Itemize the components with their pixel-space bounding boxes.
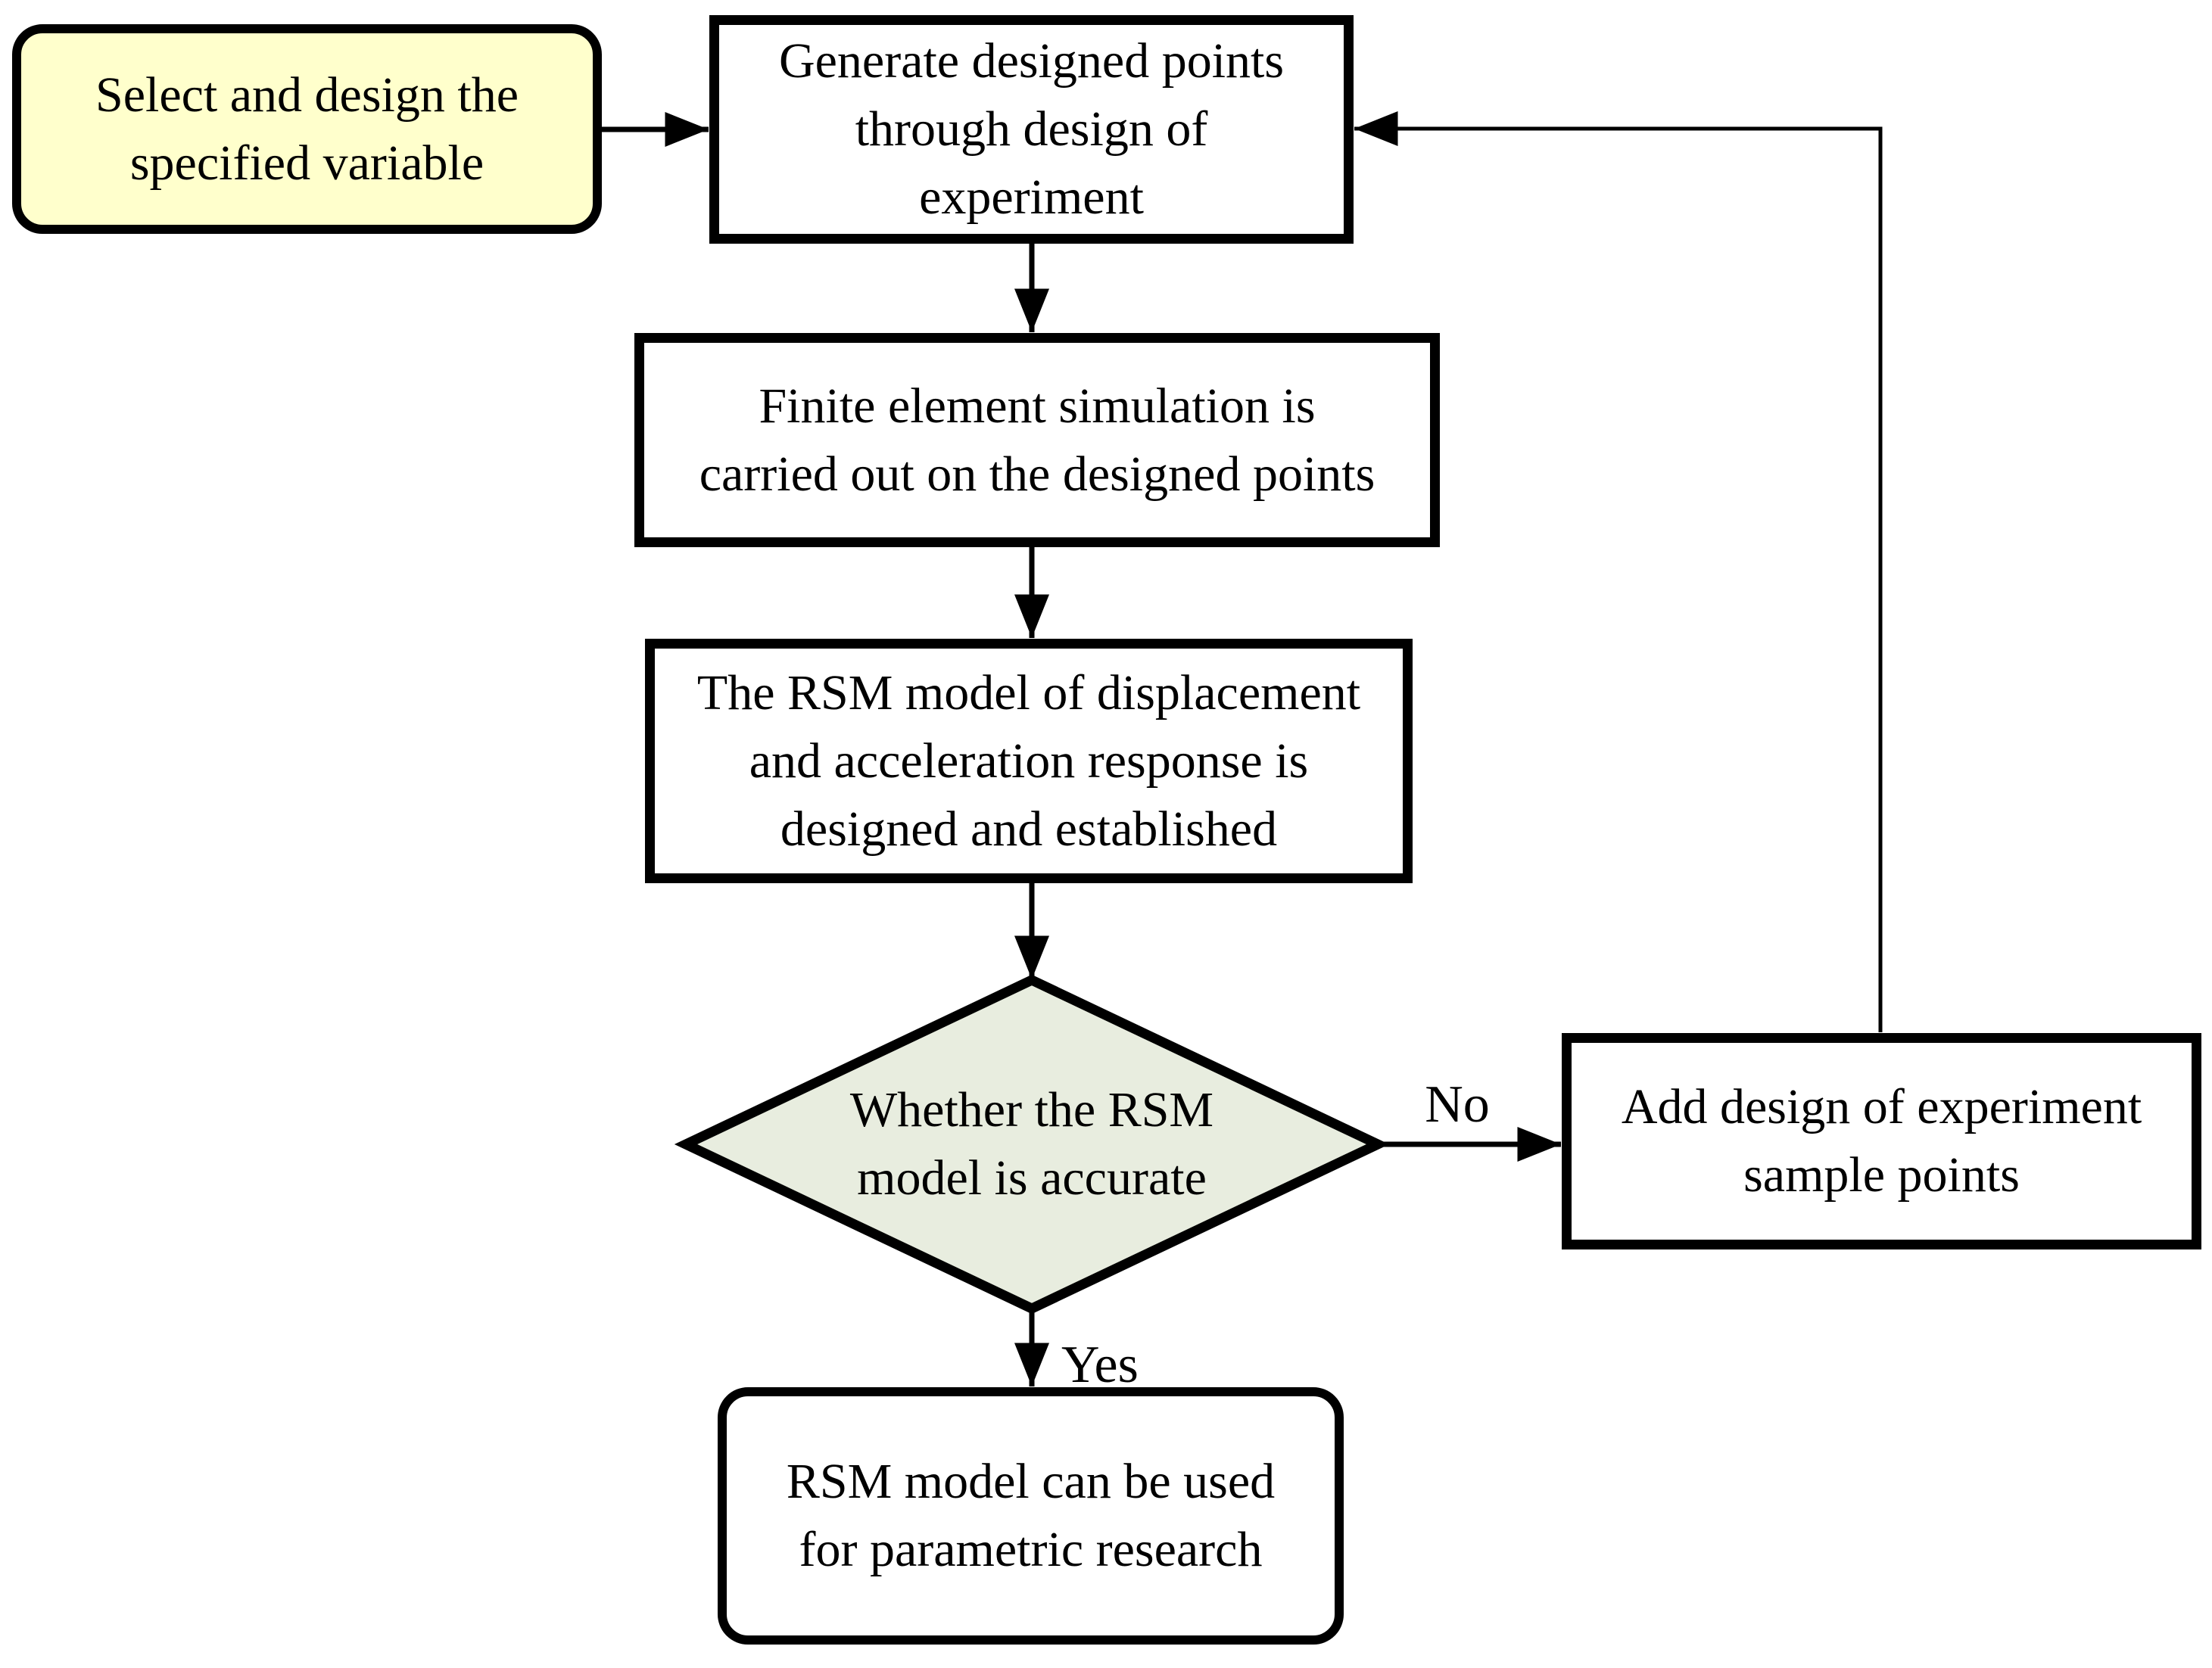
node-result-label-line2: for parametric research	[799, 1522, 1263, 1577]
node-result-label-line1: RSM model can be used	[786, 1454, 1276, 1509]
edge-label-no: No	[1425, 1075, 1490, 1134]
node-finite-element-simulation: Finite element simulation is carried out…	[634, 333, 1440, 547]
node-generate-label-line3: experiment	[919, 170, 1144, 225]
node-add-sample-points: Add design of experiment sample points	[1562, 1033, 2201, 1249]
edge-add-feedback-to-generate	[1354, 111, 1883, 1032]
edge-label-yes: Yes	[1061, 1336, 1139, 1394]
node-generate-label-line2: through design of	[855, 101, 1208, 157]
node-rsm-label-line3: designed and established	[780, 801, 1278, 857]
node-rsm-model-established: The RSM model of displacement and accele…	[645, 639, 1413, 883]
node-generate-label-line1: Generate designed points	[778, 33, 1285, 89]
node-decision-rsm-accurate: Whether the RSM model is accurate	[759, 1046, 1304, 1243]
node-rsm-label-line1: The RSM model of displacement	[696, 664, 1361, 720]
node-start-label-line1: Select and design the	[95, 67, 519, 123]
node-rsm-label-line2: and acceleration response is	[749, 733, 1309, 789]
node-add-label-line1: Add design of experiment	[1621, 1079, 2142, 1134]
node-finite-label-line2: carried out on the designed points	[699, 446, 1375, 502]
node-decision-label-line1: Whether the RSM	[849, 1082, 1214, 1137]
node-generate-designed-points: Generate designed points through design …	[709, 15, 1354, 244]
node-decision-label-line2: model is accurate	[857, 1150, 1207, 1206]
node-start: Select and design the specified variable	[12, 24, 602, 234]
node-result-parametric-research: RSM model can be used for parametric res…	[718, 1387, 1344, 1645]
node-start-label-line2: specified variable	[129, 135, 484, 191]
node-finite-label-line1: Finite element simulation is	[759, 378, 1316, 434]
node-add-label-line2: sample points	[1743, 1147, 2020, 1203]
